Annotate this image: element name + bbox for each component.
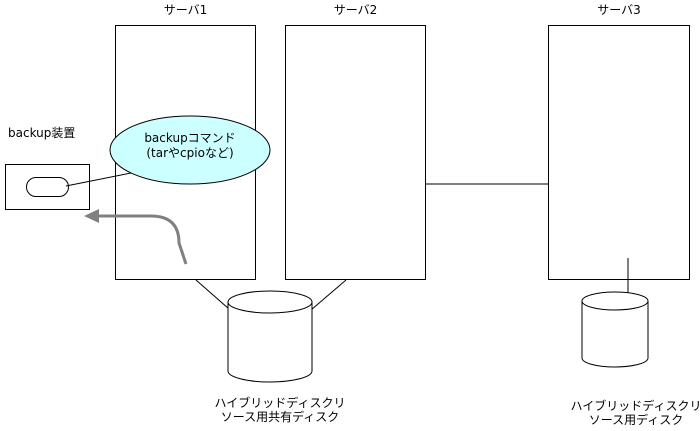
server2-label: サーバ2 [333,3,378,17]
shared-disk-cylinder-top [227,290,313,314]
server3-label: サーバ3 [597,3,641,17]
server3-disk-label: ハイブリッドディスクリ ソース用ディスク [556,399,700,427]
server3-disk-cylinder [581,291,649,368]
backup-device-box [5,164,90,210]
shared-disk-cylinder-body [227,302,313,383]
server3-disk-label-line1: ハイブリッドディスクリ [570,399,700,413]
server3-disk-cylinder-body [581,301,649,368]
server3-disk-label-line2: ソース用ディスク [588,413,684,427]
backup-command-label: backupコマンド (tarやcpioなど) [110,131,270,161]
backup-device-label: backup装置 [8,126,76,140]
shared-disk-label-line1: ハイブリッドディスクリ [214,396,346,410]
backup-flow-arrow [97,214,188,265]
backup-flow-arrowhead [84,209,99,223]
tape-slot-icon [26,177,69,197]
backupdevice-command-link [65,172,132,187]
backup-command-line1: backupコマンド [144,131,236,145]
shared-disk-label-line2: ソース用共有ディスク [220,410,340,424]
server3-disk-cylinder-top [581,291,649,311]
shared-disk-label: ハイブリッドディスクリ ソース用共有ディスク [200,396,360,424]
server1-label: サーバ1 [163,3,208,17]
backup-command-ellipse [109,115,271,185]
server3-box [548,25,690,280]
shared-disk-cylinder [227,290,313,383]
server2-box [285,25,426,280]
backup-command-line2: (tarやcpioなど) [146,146,234,160]
